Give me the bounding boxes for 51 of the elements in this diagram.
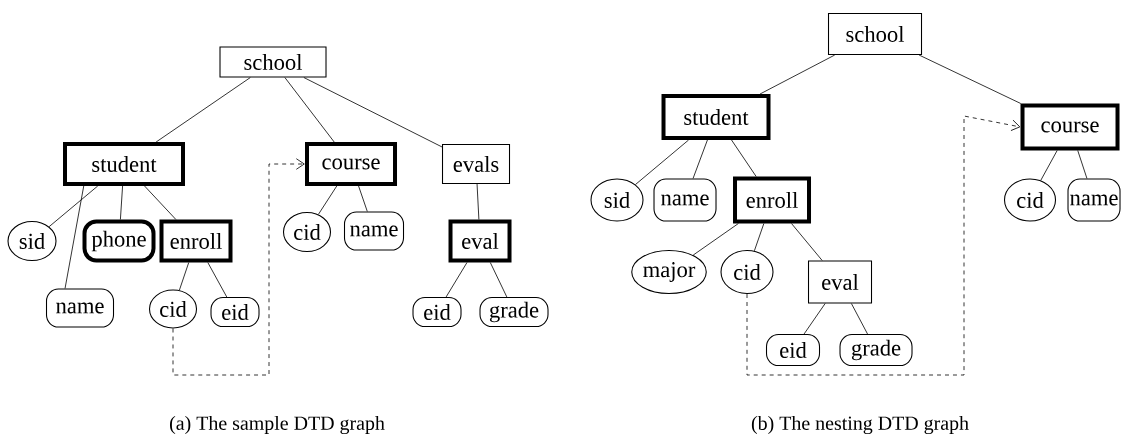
rounded-box: grade [839, 333, 913, 367]
reference-arrow [746, 115, 1021, 376]
tree-line [179, 262, 190, 291]
rounded-box: name [653, 178, 717, 222]
figure-caption: (a) The sample DTD graph [170, 415, 385, 435]
tree-line [489, 262, 508, 298]
figure-caption: (b) The nesting DTD graph [751, 415, 969, 435]
tree-line [144, 185, 177, 220]
tree-line [358, 185, 368, 212]
rounded-box: name [45, 288, 115, 328]
tree-line [692, 223, 739, 256]
tree-line [753, 223, 765, 252]
tree-line [445, 262, 468, 298]
tree-line [1040, 150, 1058, 181]
reference-arrow [172, 158, 305, 376]
tree-line [851, 303, 868, 335]
rounded-box: eid [412, 296, 462, 328]
rounded-box: eid [765, 333, 821, 367]
tree-line [803, 303, 826, 335]
element-box: student [661, 94, 771, 140]
element-box: school [827, 12, 923, 56]
element-box: course [1020, 103, 1120, 151]
element-box: enroll [733, 176, 811, 224]
element-box: enroll [159, 219, 233, 263]
tree-line [918, 54, 1022, 104]
tree-line [318, 185, 338, 215]
rounded-box: grade [479, 296, 549, 328]
tree-line [1077, 150, 1088, 179]
tree-line [48, 185, 99, 228]
element-box: course [305, 142, 397, 186]
tree-line [759, 54, 836, 95]
tree-line [476, 183, 480, 220]
tree-line [207, 262, 228, 298]
rounded-box: name [343, 211, 405, 251]
rounded-box: eid [210, 296, 260, 328]
tree-line [635, 139, 689, 185]
rounded-box: phone [82, 219, 156, 263]
element-box: student [63, 142, 185, 186]
tree-line [731, 139, 757, 177]
tree-line [303, 77, 443, 148]
element-box: school [219, 46, 327, 78]
tree-line [284, 77, 335, 143]
element-box: eval [807, 260, 873, 304]
rounded-box: name [1067, 178, 1121, 222]
element-box: eval [448, 219, 512, 263]
tree-line [791, 223, 823, 261]
element-box: evals [441, 143, 511, 185]
tree-line [155, 77, 251, 143]
tree-line [692, 139, 708, 179]
tree-line [120, 185, 123, 220]
tree-line [64, 185, 85, 289]
